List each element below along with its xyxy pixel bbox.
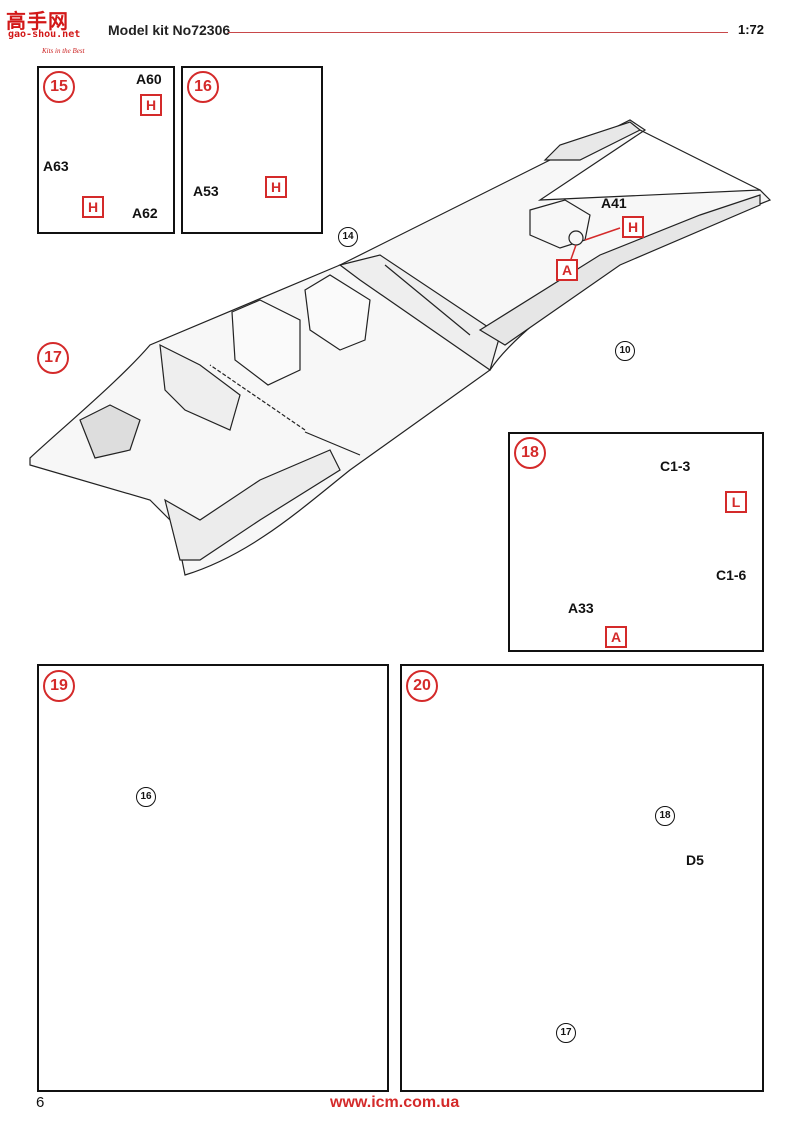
step17-drawing [29,119,772,576]
ref-step-14: 14 [338,227,358,247]
step-number-15: 15 [43,71,75,103]
step-number-20: 20 [406,670,438,702]
color-code-h: H [265,176,287,198]
part-label-c1-3: C1-3 [660,458,691,474]
page-number: 6 [36,1094,45,1111]
color-code-a: A [605,626,627,648]
part-label-a53: A53 [193,183,219,199]
color-code-h: H [140,94,162,116]
ref-step-18: 18 [655,806,675,826]
color-code-h: H [82,196,104,218]
ref-step-16: 16 [136,787,156,807]
step-number-16: 16 [187,71,219,103]
color-code-l: L [725,491,747,513]
color-code-a: A [556,259,578,281]
part-label-d5: D5 [686,852,704,868]
step20-panel [400,664,764,1092]
logo-site: gao-shou.net [8,29,81,40]
step-number-18: 18 [514,437,546,469]
part-label-a62: A62 [132,205,158,221]
step19-panel [37,664,389,1092]
part-label-a60: A60 [136,71,162,87]
step18-panel [508,432,764,652]
part-label-c1-6: C1-6 [716,567,747,583]
model-kit-label: Model kit No72306 [108,22,231,38]
ref-step-10: 10 [615,341,635,361]
step-number-17: 17 [37,342,69,374]
website-link[interactable]: www.icm.com.ua [330,1094,460,1111]
step-number-19: 19 [43,670,75,702]
part-label-a41: A41 [601,195,627,211]
logo-title: 高手网 [6,9,69,33]
color-code-h: H [622,216,644,238]
scale-label: 1:72 [738,22,765,37]
logo-tagline: Kits in the Best [42,47,85,55]
part-label-a63: A63 [43,158,69,174]
part-label-a33: A33 [568,600,594,616]
header-rule [228,32,728,33]
ref-step-17: 17 [556,1023,576,1043]
